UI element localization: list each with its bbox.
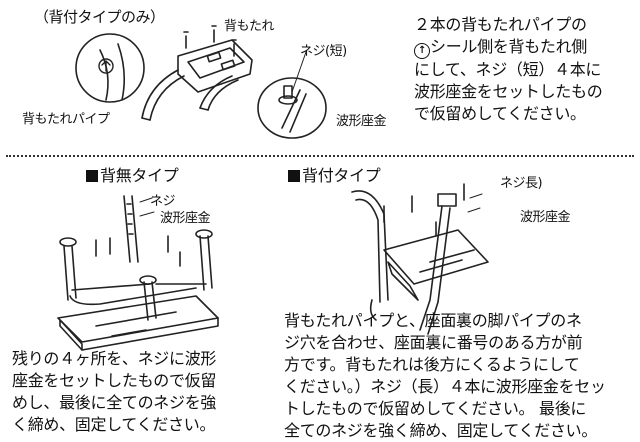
sticker-detail-circle (75, 33, 145, 103)
right-line-4: ください。）ネジ（長）４本に波形座金をセッ (284, 377, 606, 396)
right-line-6: 全てのネジを強く締め、固定してください。 (284, 421, 598, 440)
label-wave-washer-left: 波形座金 (160, 211, 211, 226)
top-line-1: ２本の背もたれパイプの (414, 15, 587, 34)
top-line-3: にして、ネジ（短）４本に (414, 60, 602, 79)
left-line-1: 残りの４ヶ所を、ネジに波形 (12, 349, 217, 368)
label-wave-washer-right: 波形座金 (520, 210, 571, 225)
right-line-3: 方です。背もたれは後方にくるようにして (284, 355, 580, 374)
label-wave-washer-top: 波形座金 (336, 114, 387, 129)
right-instructions: 背もたれパイプと、座面裏の脚パイプのネ ジ穴を合わせ、座面裏に番号のある方が前 … (284, 310, 606, 442)
stool-no-back-drawing (57, 195, 219, 351)
label-screw-short: ネジ(短) (300, 44, 347, 59)
heading-with-back: 背付タイプ (288, 162, 381, 186)
label-screw-long: ネジ長) (500, 176, 543, 191)
top-line-2: ↑シール側を背もたれ側 (414, 36, 602, 59)
left-line-4: く締め、固定してください。 (12, 415, 216, 434)
top-line-4: 波形座金をセットしたもの (414, 82, 603, 101)
right-line-1: 背もたれパイプと、座面裏の脚パイプのネ (284, 311, 582, 330)
arrow-sticker-icon (98, 58, 114, 74)
left-instructions: 残りの４ヶ所を、ネジに波形 座金をセットしたもので仮留 めし、最後に全てのネジを… (12, 348, 216, 436)
label-backrest-pipe: 背もたれパイプ (22, 112, 110, 127)
top-caption: （背付タイプのみ） (34, 8, 165, 26)
section-divider (6, 155, 634, 157)
backrest-assembly-drawing (75, 25, 327, 139)
heading-no-back: 背無タイプ (86, 162, 179, 186)
top-line-5: で仮留めしてください。 (414, 104, 586, 123)
label-backrest: 背もたれ (224, 19, 275, 34)
square-bullet-icon (86, 170, 98, 182)
arrow-sticker-icon: ↑ (414, 43, 430, 59)
stool-with-back-drawing (351, 183, 489, 335)
left-line-3: めし、最後に全てのネジを強 (12, 393, 217, 412)
right-line-2: ジ穴を合わせ、座面裏に番号のある方が前 (284, 333, 583, 352)
right-line-5: トしたもので仮留めしてください。 最後に (284, 399, 587, 418)
square-bullet-icon (288, 170, 300, 182)
top-instructions: ２本の背もたれパイプの ↑シール側を背もたれ側 にして、ネジ（短）４本に 波形座… (414, 14, 603, 125)
label-screw: ネジ (150, 194, 176, 209)
left-line-2: 座金をセットしたもので仮留 (12, 371, 217, 390)
